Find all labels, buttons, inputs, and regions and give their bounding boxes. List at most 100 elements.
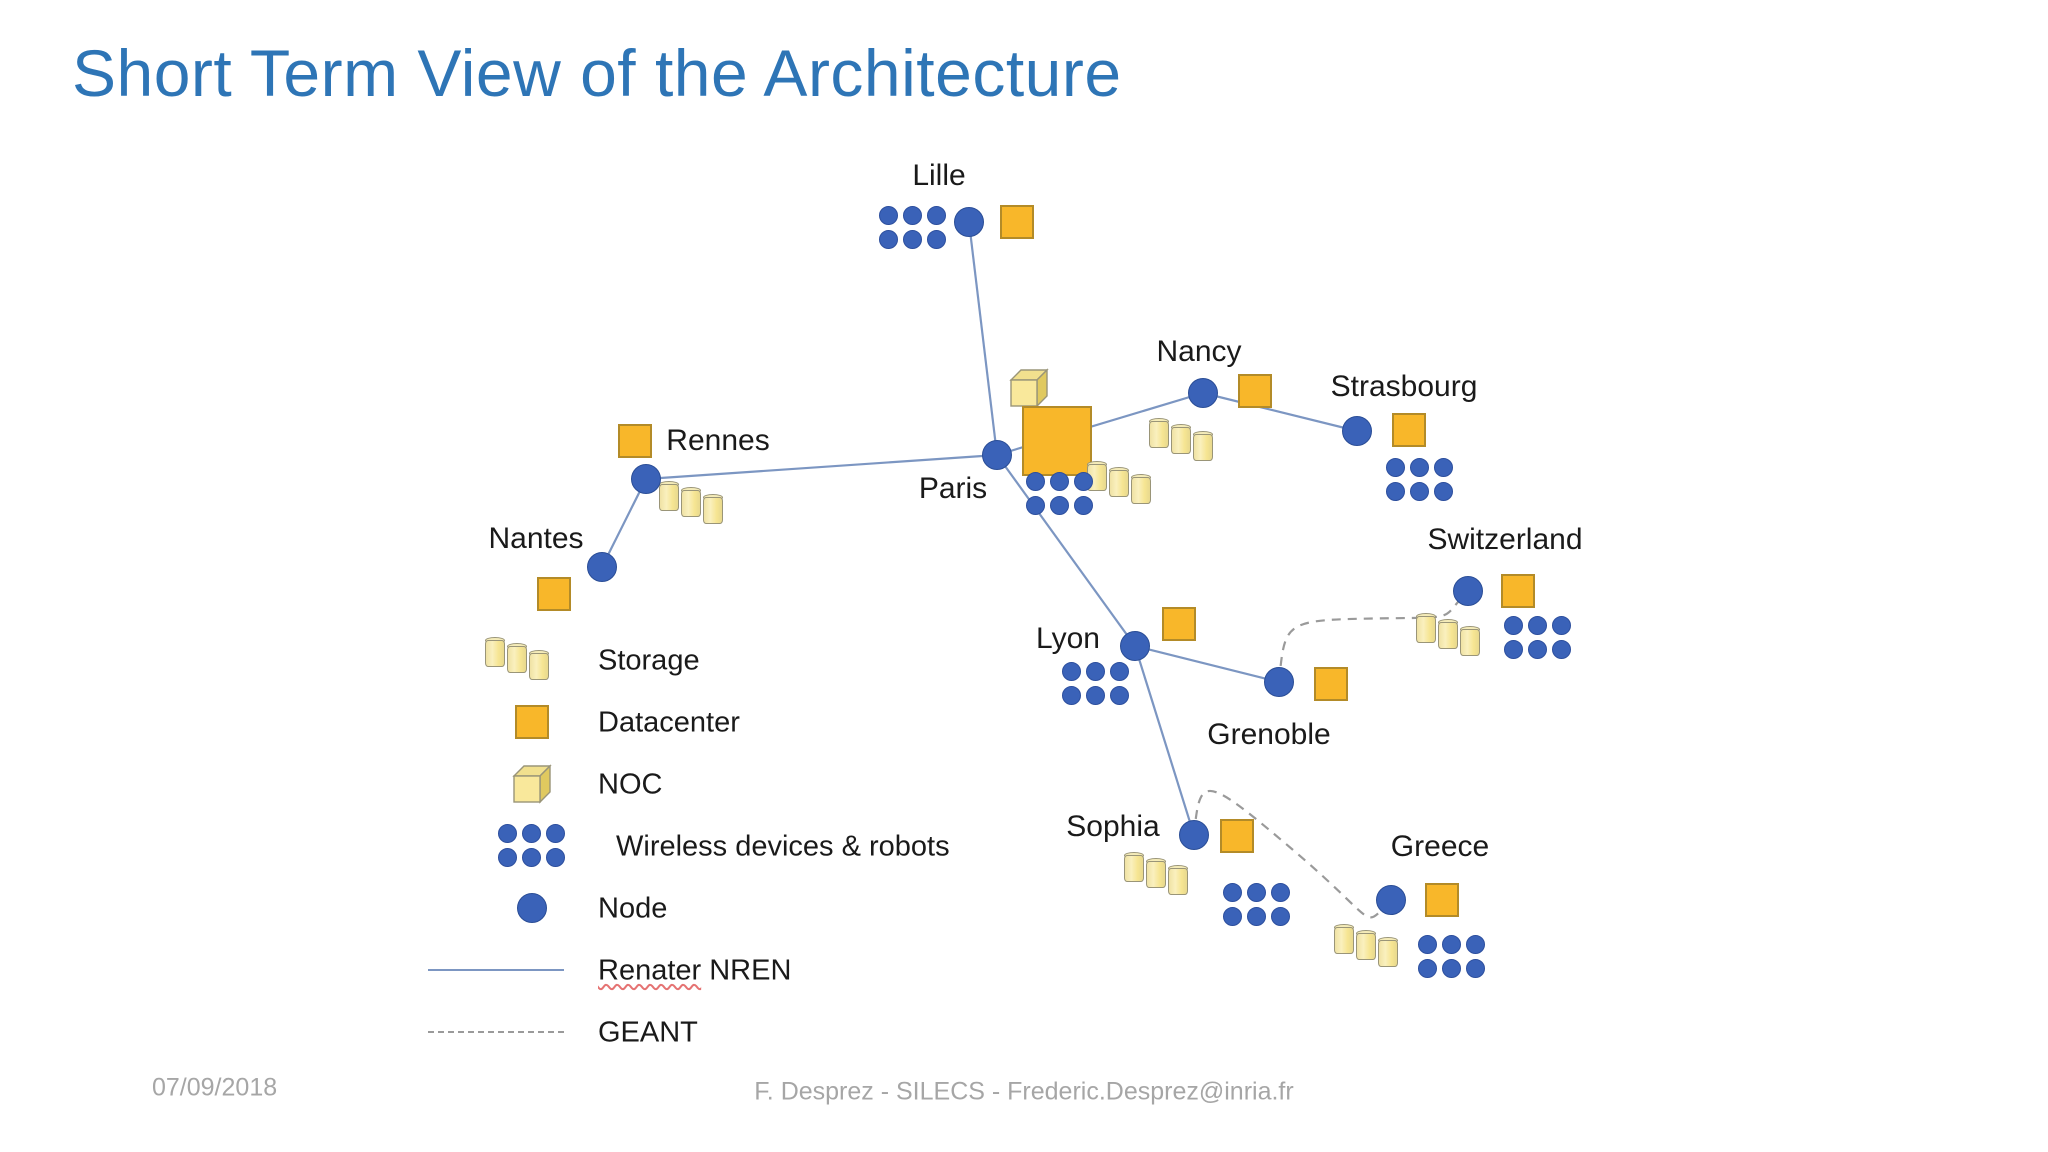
wireless-device-dot [1418,959,1437,978]
storage-group-greece [1334,924,1412,970]
datacenter-strasbourg [1392,413,1426,447]
storage-cylinder-body [1438,622,1458,649]
legend-label-node: Node [598,892,668,925]
wireless-group-sophia [1223,883,1291,927]
legend-row-dashed-line[interactable]: GEANT [428,1002,1120,1064]
storage-cylinder-2 [1109,467,1129,497]
wireless-device-dot [498,848,517,867]
wireless-device-dot [1026,472,1045,491]
site-label-nantes: Nantes [488,522,584,555]
storage-cylinder-body [1131,477,1151,504]
node-grenoble[interactable] [1264,667,1294,697]
storage-group-paris [1087,461,1165,507]
node-lille[interactable] [954,207,984,237]
wireless-device-dot [1223,883,1242,902]
noc-cube-front [513,775,541,803]
storage-cylinder-body [1356,933,1376,960]
storage-cylinder-body [1193,434,1213,461]
storage-cylinder-2 [1356,930,1376,960]
node-icon [480,878,590,938]
node-lyon[interactable] [1120,631,1150,661]
wireless-device-dot [1062,662,1081,681]
wireless-device-dot [1247,907,1266,926]
wireless-device-dot [546,824,565,843]
renater-link-lyon-grenoble [1134,644,1280,684]
node-strasbourg[interactable] [1342,416,1372,446]
storage-cylinder-2 [1438,619,1458,649]
wireless-device-dot [1050,472,1069,491]
legend-datacenter-swatch [515,705,549,739]
node-nancy[interactable] [1188,378,1218,408]
wireless-device-dot [1410,482,1429,501]
node-rennes[interactable] [631,464,661,494]
datacenter-sophia [1220,819,1254,853]
node-switzerland[interactable] [1453,576,1483,606]
wireless-device-dot [1434,458,1453,477]
node-nantes[interactable] [587,552,617,582]
site-label-sophia: Sophia [1066,810,1160,843]
storage-cylinder-2 [1171,424,1191,454]
storage-cylinder-body [1109,470,1129,497]
wireless-device-dot [546,848,565,867]
noc-cube-icon [480,754,590,814]
wireless-device-dot [1074,472,1093,491]
noc-cube-svg [1009,368,1049,408]
wireless-group-greece [1418,935,1486,979]
node-greece[interactable] [1376,885,1406,915]
wireless-device-dot [1050,496,1069,515]
storage-cylinder-3 [1193,431,1213,461]
legend-row-solid-line[interactable]: Renater NREN [428,940,1120,1002]
datacenter-grenoble [1314,667,1348,701]
storage-cylinder-3 [703,494,723,524]
storage-cylinder-body [485,640,505,667]
legend-noc-cube [510,762,554,806]
datacenter-icon [480,692,590,752]
storage-cylinder-3 [1168,865,1188,895]
node-paris[interactable] [982,440,1012,470]
legend-wireless-group [498,824,566,868]
wireless-device-dot [1434,482,1453,501]
storage-cylinder-1 [1334,924,1354,954]
wireless-device-dot [1552,616,1571,635]
datacenter-lyon [1162,607,1196,641]
storage-cylinder-body [681,490,701,517]
storage-cylinder-2 [1146,858,1166,888]
legend-row-storage[interactable]: Storage [480,630,1120,692]
renater-link-lille-paris [967,221,999,456]
legend-row-datacenter[interactable]: Datacenter [480,692,1120,754]
node-sophia[interactable] [1179,820,1209,850]
footer-credit: F. Desprez - SILECS - Frederic.Desprez@i… [754,1077,1294,1106]
legend-row-noc-cube[interactable]: NOC [480,754,1120,816]
storage-cylinder-body [1124,855,1144,882]
storage-cylinder-2 [681,487,701,517]
wireless-group-strasbourg [1386,458,1454,502]
legend-row-wireless-devices[interactable]: Wireless devices & robots [480,816,1120,878]
legend-label-storage: Storage [598,644,700,677]
site-label-grenoble: Grenoble [1207,718,1331,751]
wireless-device-dot [522,824,541,843]
wireless-device-dot [522,848,541,867]
wireless-device-dot [1410,458,1429,477]
storage-group-nancy [1149,418,1227,464]
wireless-device-dot [498,824,517,843]
storage-cylinder-1 [1124,852,1144,882]
wireless-device-dot [1418,935,1437,954]
wireless-device-dot [1528,640,1547,659]
wireless-device-dot [903,206,922,225]
wireless-device-dot [879,206,898,225]
legend-node-dot [517,893,547,923]
site-label-paris: Paris [918,472,988,505]
legend-label-solid-line: Renater NREN [598,955,791,988]
storage-cylinder-body [1460,629,1480,656]
noc-cube-svg [512,764,552,804]
wireless-device-dot [1504,616,1523,635]
storage-cylinder-3 [1378,937,1398,967]
wireless-device-dot [927,206,946,225]
datacenter-nantes [537,577,571,611]
wireless-device-dot [903,230,922,249]
wireless-device-dot [1552,640,1571,659]
site-label-greece: Greece [1390,830,1490,863]
legend-row-node[interactable]: Node [480,878,1120,940]
